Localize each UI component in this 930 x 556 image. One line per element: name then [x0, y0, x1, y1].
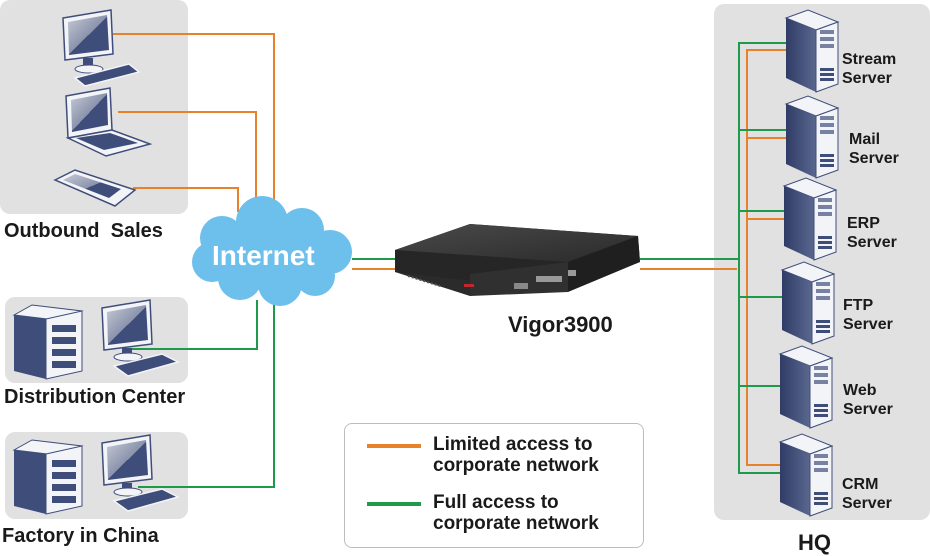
server-label-line1: Web [843, 382, 877, 399]
hq-full-bus [738, 42, 786, 474]
hq-limited-bus [746, 49, 786, 466]
server-label-line1: FTP [843, 297, 874, 314]
server-label-line2: Server [842, 70, 892, 87]
server-icon [12, 304, 84, 380]
server-label-line2: Server [847, 234, 897, 251]
server-label: CRM Server [842, 475, 892, 513]
server-label: ERP Server [847, 214, 897, 252]
server-icon [778, 433, 834, 517]
link-desktop-internet [113, 33, 275, 205]
desktop-computer-icon [62, 9, 141, 87]
internet-label: Internet [212, 240, 315, 271]
server-label: FTP Server [843, 296, 893, 334]
legend-full-swatch [367, 502, 421, 506]
server-label-line1: ERP [847, 215, 880, 232]
laptop-icon [65, 87, 153, 157]
server-label-line2: Server [843, 401, 893, 418]
server-label-line2: Server [842, 495, 892, 512]
server-label-line2: Server [843, 316, 893, 333]
server-icon [780, 261, 836, 345]
server-icon [12, 439, 84, 515]
legend-limited-swatch [367, 444, 421, 448]
legend-full-line2: corporate network [433, 513, 599, 534]
distribution-center-label: Distribution Center [4, 386, 186, 408]
server-icon [782, 177, 838, 261]
legend-limited-label: Limited access to corporate network [433, 434, 599, 476]
legend-full-label: Full access to corporate network [433, 492, 599, 534]
legend-limited-line2: corporate network [433, 455, 599, 476]
server-label-line1: Mail [849, 131, 881, 148]
router-icon [395, 224, 640, 296]
server-icon [784, 95, 840, 179]
server-label-line1: CRM [842, 476, 879, 493]
server-icon [778, 345, 834, 429]
link-factory-internet [138, 303, 275, 488]
link-distribution-internet [132, 300, 258, 350]
server-label-line2: Server [849, 150, 899, 167]
link-pda-internet [133, 187, 239, 212]
router-label: Vigor3900 [508, 312, 613, 337]
hq-label: HQ [798, 530, 831, 555]
legend: Limited access to corporate network Full… [344, 423, 644, 548]
factory-china-label: Factory in China [2, 525, 159, 547]
outbound-sales-label: Outbound Sales [4, 220, 163, 242]
cloud-icon [192, 196, 352, 306]
link-laptop-internet [118, 111, 257, 208]
desktop-computer-icon [101, 434, 181, 512]
server-icon [784, 9, 840, 93]
pda-icon [53, 169, 137, 207]
server-label-line1: Stream [842, 51, 897, 68]
legend-full-line1: Full access to [433, 492, 559, 513]
desktop-computer-icon [101, 299, 181, 377]
legend-limited-line1: Limited access to [433, 434, 593, 455]
